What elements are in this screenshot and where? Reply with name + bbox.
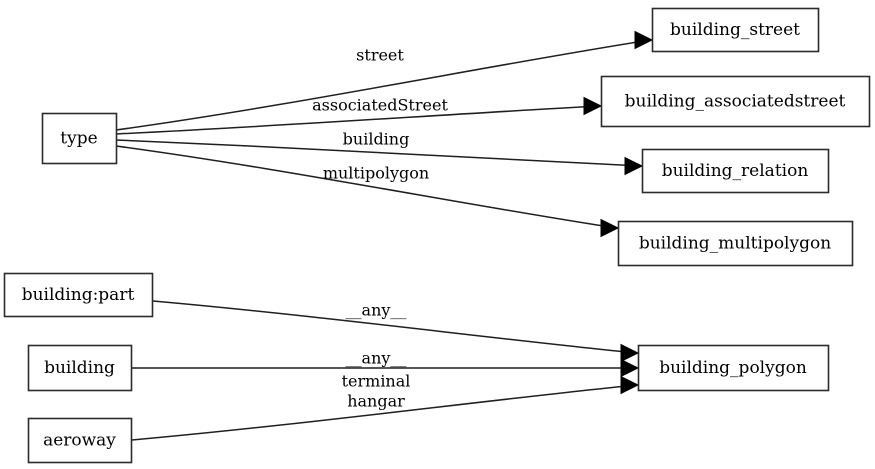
- node-label: building_multipolygon: [639, 234, 831, 254]
- node-label: building: [44, 358, 115, 378]
- node-building_relation[interactable]: building_relation: [641, 148, 830, 194]
- node-label: building_polygon: [659, 358, 807, 378]
- edge-type-multipolygon: [115, 145, 620, 238]
- node-building_associatedstreet[interactable]: building_associatedstreet: [600, 75, 871, 128]
- edge-label-group-type-street: street: [356, 46, 404, 65]
- node-box[interactable]: [651, 7, 820, 53]
- edge-label-group-type-building: building: [343, 130, 410, 149]
- edge-line: [115, 105, 600, 135]
- node-aeroway[interactable]: aeroway: [27, 417, 133, 464]
- node-building_polygon[interactable]: building_polygon: [637, 344, 830, 392]
- edge-line: [131, 384, 637, 441]
- edge-aeroway-terminal-hangar: [131, 375, 640, 441]
- edge-label: __any__: [346, 301, 407, 320]
- edge-label: multipolygon: [323, 164, 429, 183]
- edge-type-building: [115, 139, 644, 176]
- node-building_street[interactable]: building_street: [651, 7, 820, 53]
- edge-arrowhead: [583, 96, 603, 116]
- node-box[interactable]: [27, 344, 133, 392]
- edge-label: __any__: [346, 349, 407, 368]
- node-building_part[interactable]: building:part: [3, 272, 154, 318]
- node-box[interactable]: [41, 112, 118, 165]
- edge-arrowhead: [624, 156, 644, 176]
- edge-arrowhead: [634, 30, 654, 50]
- edge-type-street: [115, 30, 654, 131]
- edge-line: [152, 300, 637, 354]
- edge-labels-layer: street associatedStreet building multipolyg…: [312, 46, 448, 411]
- edge-label: associatedStreet: [312, 96, 448, 115]
- edge-buildingpart-any: [152, 300, 640, 363]
- edge-arrowhead: [620, 375, 640, 395]
- edge-building-any: [132, 358, 640, 378]
- edge-arrowhead: [620, 358, 640, 378]
- edge-label: terminal: [342, 372, 411, 391]
- edge-label-group-building-any: __any__: [346, 349, 407, 368]
- edge-label-group-buildingpart-any: __any__: [346, 301, 407, 320]
- edge-type-associatedstreet: [115, 96, 603, 135]
- node-label: building_street: [670, 20, 800, 40]
- edge-label: street: [356, 46, 404, 65]
- node-label: building_associatedstreet: [625, 92, 846, 112]
- edge-label-group-type-associatedstreet: associatedStreet: [312, 96, 448, 115]
- edge-line: [115, 145, 617, 229]
- node-box[interactable]: [3, 272, 154, 318]
- node-label: building:part: [22, 285, 135, 305]
- node-box[interactable]: [600, 75, 871, 128]
- edge-label: building: [343, 130, 410, 149]
- edge-arrowhead: [600, 218, 620, 238]
- node-box[interactable]: [637, 344, 830, 392]
- node-box[interactable]: [641, 148, 830, 194]
- edges-layer: [115, 30, 654, 441]
- edge-line: [115, 39, 651, 131]
- node-building[interactable]: building: [27, 344, 133, 392]
- node-box[interactable]: [617, 220, 854, 267]
- edge-label: hangar: [347, 392, 405, 411]
- nodes-layer: type building_street building_associatedst…: [3, 7, 871, 464]
- node-box[interactable]: [27, 417, 133, 464]
- node-type[interactable]: type: [41, 112, 118, 165]
- node-building_multipolygon[interactable]: building_multipolygon: [617, 220, 854, 267]
- node-label: type: [60, 129, 97, 149]
- node-label: aeroway: [43, 431, 116, 451]
- edge-arrowhead: [620, 343, 640, 363]
- edge-line: [115, 139, 641, 167]
- edge-label-group-type-multipolygon: multipolygon: [323, 164, 429, 183]
- node-label: building_relation: [662, 161, 809, 181]
